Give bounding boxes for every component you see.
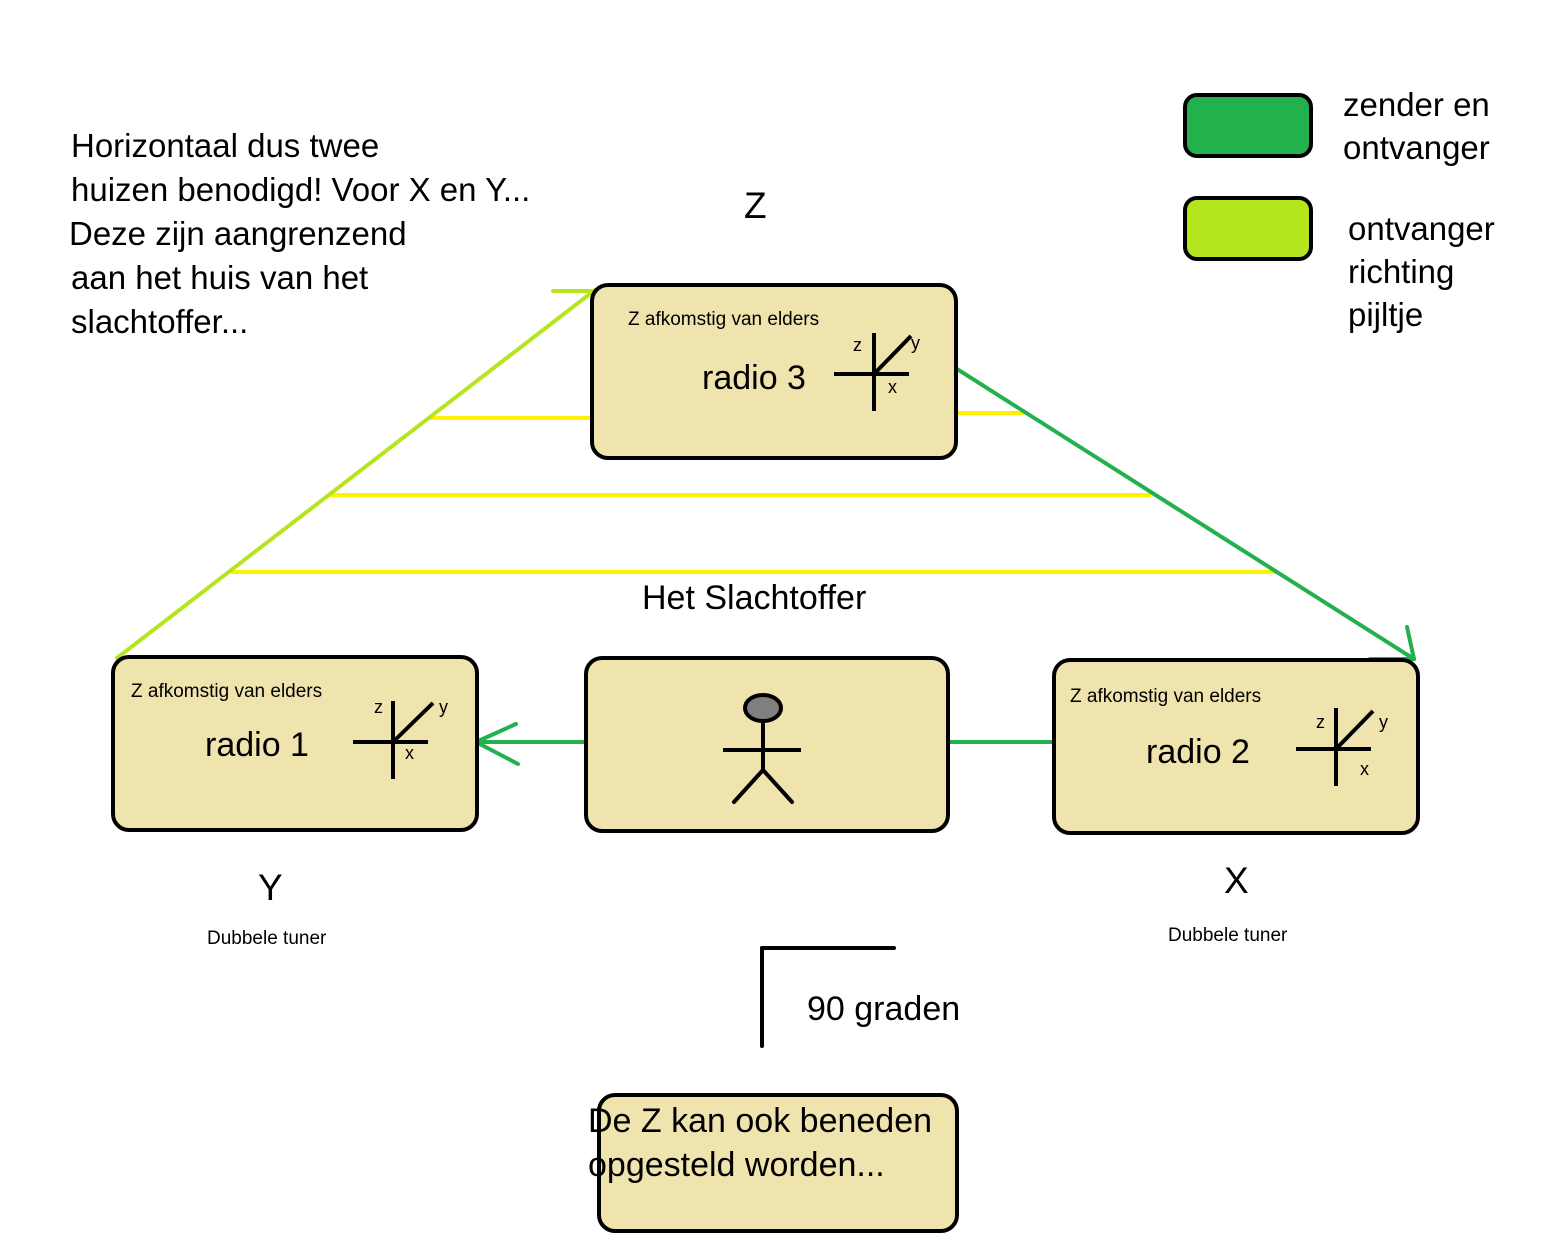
legend-line: ontvanger [1343, 129, 1490, 166]
z-origin-note: Z afkomstig van elders [1070, 686, 1262, 707]
diagram-lines [115, 288, 1416, 1048]
transmitter-arrow-radio3-to-radio2 [955, 367, 1416, 661]
legend-line: zender en [1343, 86, 1490, 123]
explanation-note: Horizontaal dus twee huizen benodigd! Vo… [69, 124, 531, 344]
stick-figure-icon [723, 693, 801, 804]
house-radio-3: Z afkomstig van elders radio 3 z y x [590, 283, 958, 460]
bottom-note: De Z kan ook beneden opgesteld worden... [588, 1099, 932, 1187]
radio-2-caption: Dubbele tuner [1168, 925, 1288, 946]
axis-x-letter: x [405, 743, 414, 763]
receiver-direction-arrow [115, 288, 597, 660]
house-victim [584, 656, 950, 833]
legend-line: pijltje [1348, 296, 1424, 333]
axis-x-letter: x [1360, 759, 1369, 779]
house-radio-1: Z afkomstig van elders radio 1 z y x [111, 655, 479, 832]
axis-label-x: X [1224, 860, 1249, 901]
axis-label-z: Z [744, 185, 767, 226]
radio-1-caption: Dubbele tuner [207, 928, 327, 949]
note-line: huizen benodigd! Voor X en Y... [71, 171, 531, 208]
axis-z-letter: z [374, 697, 383, 717]
legend-label-receiver-direction: ontvanger richting pijltje [1348, 207, 1495, 336]
xyz-axes-icon [1296, 708, 1375, 786]
axis-y-letter: y [439, 697, 448, 717]
victim-label: Het Slachtoffer [642, 579, 867, 617]
note-line: aan het huis van het [71, 259, 369, 296]
axis-label-y: Y [258, 867, 283, 908]
axis-z-letter: z [853, 335, 862, 355]
note-line: Deze zijn aangrenzend [69, 215, 407, 252]
xyz-axes-icon [834, 333, 913, 411]
radio-label: radio 2 [1146, 733, 1250, 771]
note-line: slachtoffer... [71, 303, 249, 340]
angle-label: 90 graden [807, 990, 961, 1028]
axis-z-letter: z [1316, 712, 1325, 732]
axis-x-letter: x [888, 377, 897, 397]
axis-y-letter: y [911, 333, 920, 353]
legend-line: ontvanger [1348, 210, 1495, 247]
bottom-note-line: opgesteld worden... [588, 1146, 885, 1184]
house-radio-2: Z afkomstig van elders radio 2 z y x [1052, 658, 1420, 835]
legend-label-transmitter-receiver: zender en ontvanger [1343, 83, 1490, 169]
xyz-axes-icon [353, 701, 435, 779]
note-line: Horizontaal dus twee [71, 127, 380, 164]
legend-line: richting [1348, 253, 1455, 290]
axis-y-letter: y [1379, 712, 1388, 732]
right-angle-marker [760, 946, 896, 1048]
radio-label: radio 1 [205, 726, 309, 764]
z-origin-note: Z afkomstig van elders [131, 681, 323, 702]
legend-swatch-transmitter-receiver [1183, 93, 1313, 158]
legend-swatch-receiver-direction [1183, 196, 1313, 261]
radio-label: radio 3 [702, 359, 806, 397]
bottom-note-line: De Z kan ook beneden [588, 1102, 933, 1140]
z-origin-note: Z afkomstig van elders [628, 309, 820, 330]
